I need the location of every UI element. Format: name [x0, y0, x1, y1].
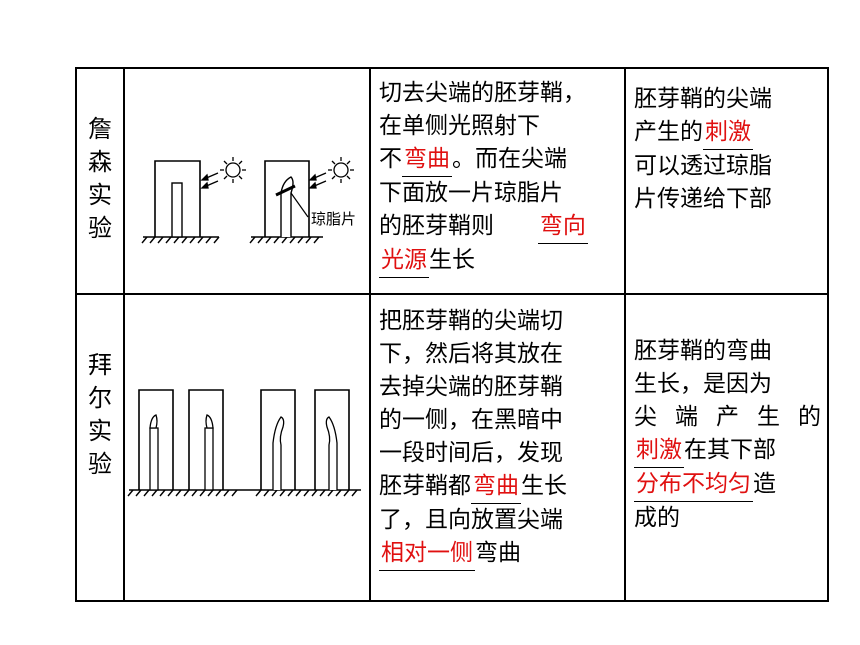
experiment-name: 詹 森 实 验 [77, 69, 123, 245]
box [314, 389, 350, 490]
answer-blank: 弯曲 [471, 470, 521, 504]
row-jensen: 詹 森 实 验 [75, 67, 829, 295]
jensen-figure: 琼脂片 [141, 157, 356, 244]
text-line: 分布不均匀造 [634, 468, 821, 502]
coleoptile [204, 427, 214, 491]
agar-pointer [290, 192, 309, 218]
text-line: 生长，是因为 [634, 371, 772, 397]
text-line: 下面放一片琼脂片 [379, 180, 563, 206]
name-char: 拜 [88, 351, 112, 379]
answer-blank: 光源 [379, 244, 429, 278]
agar-block [275, 184, 296, 197]
name-char: 验 [88, 450, 112, 478]
text-line: 尖端产生的 [634, 404, 821, 430]
text-line: 下，然后将其放在 [379, 341, 563, 367]
conclusion-text: 胚芽鞘的尖端 产生的刺激 可以透过琼脂 片传递给下部 [626, 69, 827, 216]
text-line: 胚芽鞘都弯曲生长 [379, 470, 618, 504]
sun-icon [220, 157, 246, 183]
text-line: 了，且向放置尖端 [379, 507, 563, 533]
figure-cell: 琼脂片 [123, 67, 371, 295]
baer-figure [127, 389, 361, 497]
ground-hatch [127, 489, 361, 497]
answer-blank: 刺激 [703, 116, 753, 150]
text-line: 产生的刺激 [634, 116, 821, 150]
coleoptile-bent [325, 416, 338, 490]
answer-blank: 分布不均匀 [634, 468, 753, 502]
text-segment: 。而在尖端 [452, 146, 567, 172]
row-baer: 拜 尔 实 验 [75, 293, 829, 602]
text-segment: 产生的 [634, 119, 703, 145]
conclusion-cell: 胚芽鞘的尖端 产生的刺激 可以透过琼脂 片传递给下部 [624, 67, 829, 295]
text-line: 成的 [634, 505, 680, 531]
light-arrows [308, 172, 327, 189]
text-line: 的一侧，在黑暗中 [379, 407, 563, 433]
text-segment: 造 [753, 471, 776, 497]
name-char: 詹 [88, 115, 112, 143]
description-cell: 切去尖端的胚芽鞘， 在单侧光照射下 不弯曲。而在尖端 下面放一片琼脂片 的胚芽鞘… [369, 67, 626, 295]
sun-icon [328, 157, 354, 183]
text-line: 在单侧光照射下 [379, 113, 540, 139]
answer-blank: 刺激 [634, 434, 684, 468]
description-text: 切去尖端的胚芽鞘， 在单侧光照射下 不弯曲。而在尖端 下面放一片琼脂片 的胚芽鞘… [371, 69, 624, 278]
description-text: 把胚芽鞘的尖端切 下，然后将其放在 去掉尖端的胚芽鞘 的一侧，在黑暗中 一段时间… [371, 295, 624, 571]
text-segment: 不 [379, 146, 402, 172]
text-segment: 生长 [429, 247, 475, 273]
name-char: 尔 [88, 384, 112, 412]
figure-cell [123, 293, 371, 602]
answer-blank: 相对一侧 [379, 537, 475, 571]
text-line: 切去尖端的胚芽鞘， [379, 80, 586, 106]
text-segment: 在其下部 [684, 437, 776, 463]
description-cell: 把胚芽鞘的尖端切 下，然后将其放在 去掉尖端的胚芽鞘 的一侧，在黑暗中 一段时间… [369, 293, 626, 602]
text-line: 片传递给下部 [634, 186, 772, 212]
coleoptile-tip [149, 414, 158, 429]
experiment-name: 拜 尔 实 验 [77, 295, 123, 481]
text-segment: 弯曲 [475, 540, 521, 566]
text-line: 光源生长 [379, 244, 618, 278]
text-segment: 胚芽鞘都 [379, 473, 471, 499]
name-char: 森 [88, 148, 112, 176]
text-line: 去掉尖端的胚芽鞘 [379, 374, 563, 400]
text-line: 可以透过琼脂 [634, 153, 772, 179]
text-line: 把胚芽鞘的尖端切 [379, 308, 563, 334]
box [260, 389, 296, 490]
text-segment: 的胚芽鞘则 [379, 213, 494, 239]
answer-blank: 弯向 [537, 210, 588, 244]
coleoptile-bent [280, 176, 294, 237]
box [188, 389, 224, 490]
ground-hatch [141, 236, 220, 244]
coleoptile [149, 427, 159, 491]
text-line: 相对一侧弯曲 [379, 537, 618, 571]
box [138, 389, 174, 490]
text-line: 胚芽鞘的尖端 [634, 86, 772, 112]
light-arrows [200, 172, 219, 189]
conclusion-cell: 胚芽鞘的弯曲 生长，是因为 尖端产生的 刺激在其下部 分布不均匀造 成的 [624, 293, 829, 602]
experiment-name-cell: 拜 尔 实 验 [75, 293, 125, 602]
experiment-name-cell: 詹 森 实 验 [75, 67, 125, 295]
coleoptile-bent [272, 416, 285, 490]
name-char: 实 [88, 417, 112, 445]
name-char: 实 [88, 181, 112, 209]
answer-blank: 弯曲 [402, 143, 452, 177]
text-line: 胚芽鞘的弯曲 [634, 338, 772, 364]
text-line: 不弯曲。而在尖端 [379, 143, 618, 177]
ground-hatch [249, 236, 323, 244]
name-char: 验 [88, 214, 112, 242]
box [264, 160, 310, 237]
text-line: 刺激在其下部 [634, 434, 821, 468]
box [154, 160, 201, 237]
coleoptile [171, 182, 183, 238]
coleoptile-tip [205, 414, 214, 429]
text-line: 一段时间后，发现 [379, 440, 563, 466]
experiment-table: 詹 森 实 验 [75, 67, 829, 602]
text-segment: 生长 [521, 473, 567, 499]
text-line: 的胚芽鞘则 弯向 [379, 210, 618, 244]
agar-label: 琼脂片 [311, 210, 356, 228]
conclusion-text: 胚芽鞘的弯曲 生长，是因为 尖端产生的 刺激在其下部 分布不均匀造 成的 [626, 295, 827, 535]
